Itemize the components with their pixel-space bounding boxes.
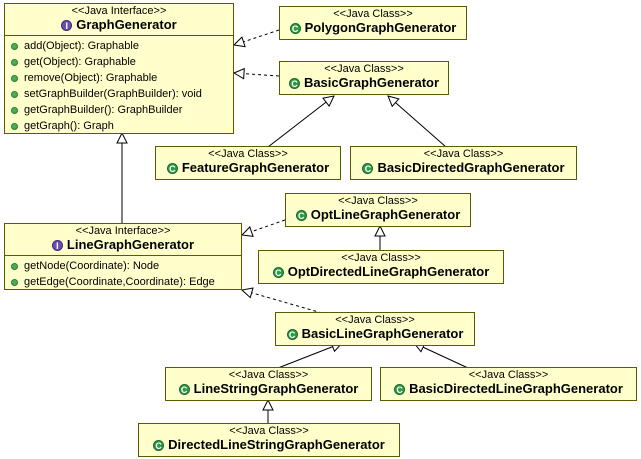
class-icon: C bbox=[394, 383, 406, 395]
class-name: PolygonGraphGenerator bbox=[304, 20, 457, 35]
class-name: LineStringGraphGenerator bbox=[193, 381, 359, 396]
operation-item: get(Object): Graphable bbox=[5, 54, 233, 70]
public-method-icon bbox=[11, 74, 18, 82]
class-name: OptDirectedLineGraphGenerator bbox=[287, 264, 490, 279]
public-method-icon bbox=[11, 262, 18, 270]
gen-feature-basic bbox=[267, 96, 334, 148]
operation-item: setGraphBuilder(GraphBuilder): void bbox=[5, 86, 233, 102]
gen-basicdirectedline-basicline bbox=[414, 343, 469, 369]
class-name: BasicGraphGenerator bbox=[303, 75, 440, 90]
realization-basicline bbox=[242, 290, 323, 314]
class-icon: C bbox=[289, 22, 301, 34]
interface-icon: I bbox=[61, 19, 73, 31]
class-icon: C bbox=[153, 439, 165, 451]
stereotype-label: <<Java Class>> bbox=[335, 314, 415, 326]
class-name: DirectedLineStringGraphGenerator bbox=[168, 437, 385, 452]
class-name: BasicDirectedLineGraphGenerator bbox=[409, 381, 623, 396]
class-icon: C bbox=[166, 162, 178, 174]
public-method-icon bbox=[11, 278, 18, 286]
class-icon: C bbox=[178, 383, 190, 395]
public-method-icon bbox=[11, 90, 18, 98]
stereotype-label: <<Java Class>> bbox=[208, 148, 288, 160]
realization-polygon bbox=[234, 29, 280, 45]
interface-name: LineGraphGenerator bbox=[66, 237, 195, 252]
class-name: OptLineGraphGenerator bbox=[310, 207, 461, 222]
class-icon: C bbox=[295, 209, 307, 221]
operation-item: getGraphBuilder(): GraphBuilder bbox=[5, 102, 233, 118]
class-name: BasicDirectedGraphGenerator bbox=[377, 160, 565, 175]
interface-icon: I bbox=[51, 239, 63, 251]
class-icon: C bbox=[362, 162, 374, 174]
class-icon: C bbox=[286, 328, 298, 340]
operation-item: add(Object): Graphable bbox=[5, 38, 233, 54]
stereotype-label: <<Java Class>> bbox=[324, 63, 404, 75]
stereotype-label: <<Java Interface>> bbox=[71, 5, 167, 17]
operations-list: add(Object): Graphable get(Object): Grap… bbox=[5, 35, 233, 136]
class-icon: C bbox=[272, 266, 284, 278]
stereotype-label: <<Java Class>> bbox=[228, 369, 309, 381]
public-method-icon bbox=[11, 106, 18, 114]
public-method-icon bbox=[11, 42, 18, 50]
realization-basic bbox=[234, 73, 280, 76]
interface-name: GraphGenerator bbox=[76, 17, 177, 32]
stereotype-label: <<Java Class>> bbox=[341, 252, 421, 264]
stereotype-label: <<Java Class>> bbox=[423, 148, 504, 160]
operation-item: getNode(Coordinate): Node bbox=[5, 258, 241, 274]
realization-optline bbox=[242, 219, 286, 235]
stereotype-label: <<Java Class>> bbox=[468, 369, 549, 381]
operation-item: getEdge(Coordinate,Coordinate): Edge bbox=[5, 274, 241, 290]
operation-item: remove(Object): Graphable bbox=[5, 70, 233, 86]
class-name: FeatureGraphGenerator bbox=[181, 160, 330, 175]
stereotype-label: <<Java Class>> bbox=[338, 195, 418, 207]
class-icon: C bbox=[288, 77, 300, 89]
gen-basicdirected-basic bbox=[388, 96, 447, 148]
operation-item: getGraph(): Graph bbox=[5, 118, 233, 134]
stereotype-label: <<Java Class>> bbox=[229, 425, 309, 437]
class-name: BasicLineGraphGenerator bbox=[301, 326, 464, 341]
public-method-icon bbox=[11, 122, 18, 130]
gen-linestring-basicline bbox=[277, 343, 342, 369]
operations-list: getNode(Coordinate): Node getEdge(Coordi… bbox=[5, 255, 241, 292]
stereotype-label: <<Java Class>> bbox=[333, 8, 413, 20]
public-method-icon bbox=[11, 58, 18, 66]
stereotype-label: <<Java Interface>> bbox=[75, 225, 171, 237]
